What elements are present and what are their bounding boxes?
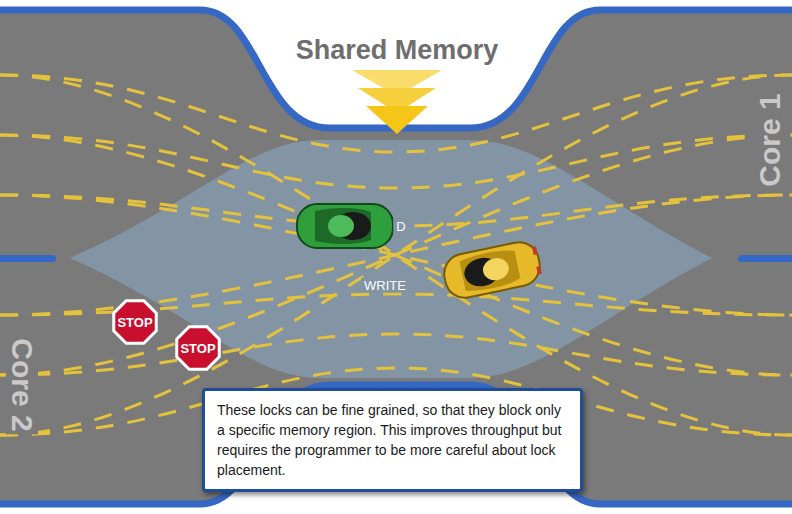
car-body bbox=[297, 204, 393, 248]
stop-sign: STOP bbox=[173, 323, 223, 373]
car-roof bbox=[481, 256, 511, 283]
core-label: Core 2 bbox=[6, 335, 38, 434]
green-car bbox=[297, 204, 393, 248]
operation-label: WRITE bbox=[361, 278, 409, 293]
region-heading: Shared Memory bbox=[296, 37, 499, 64]
car-cabin bbox=[315, 208, 371, 244]
car-light bbox=[536, 266, 542, 275]
stop-octagon bbox=[114, 301, 156, 343]
median bbox=[0, 255, 56, 262]
lane-marking bbox=[0, 334, 792, 375]
lane-markings bbox=[0, 75, 792, 435]
bottom-curb bbox=[0, 385, 792, 504]
sign-text: STOP bbox=[117, 316, 152, 329]
lane-marking bbox=[0, 75, 792, 435]
stop-octagon bbox=[177, 327, 219, 369]
core-label: Core 1 bbox=[754, 90, 786, 189]
lane-marking bbox=[0, 135, 792, 375]
yellow-car bbox=[440, 239, 543, 302]
stop-sign: STOP bbox=[110, 297, 160, 347]
median bbox=[738, 255, 792, 262]
operation-label: D bbox=[393, 219, 408, 234]
callout-text: These locks can be fine grained, so that… bbox=[217, 400, 568, 480]
lane-marking bbox=[0, 75, 792, 435]
car-roof bbox=[328, 215, 354, 237]
lane-marking bbox=[0, 135, 792, 188]
car-cabin bbox=[459, 247, 521, 294]
arrow-chevron bbox=[366, 106, 428, 134]
road bbox=[0, 10, 792, 504]
lane-marking bbox=[0, 135, 792, 375]
callout-box: These locks can be fine grained, so that… bbox=[202, 388, 583, 492]
car-light bbox=[532, 246, 538, 255]
car-body bbox=[440, 239, 543, 302]
sign-text: STOP bbox=[180, 342, 215, 355]
